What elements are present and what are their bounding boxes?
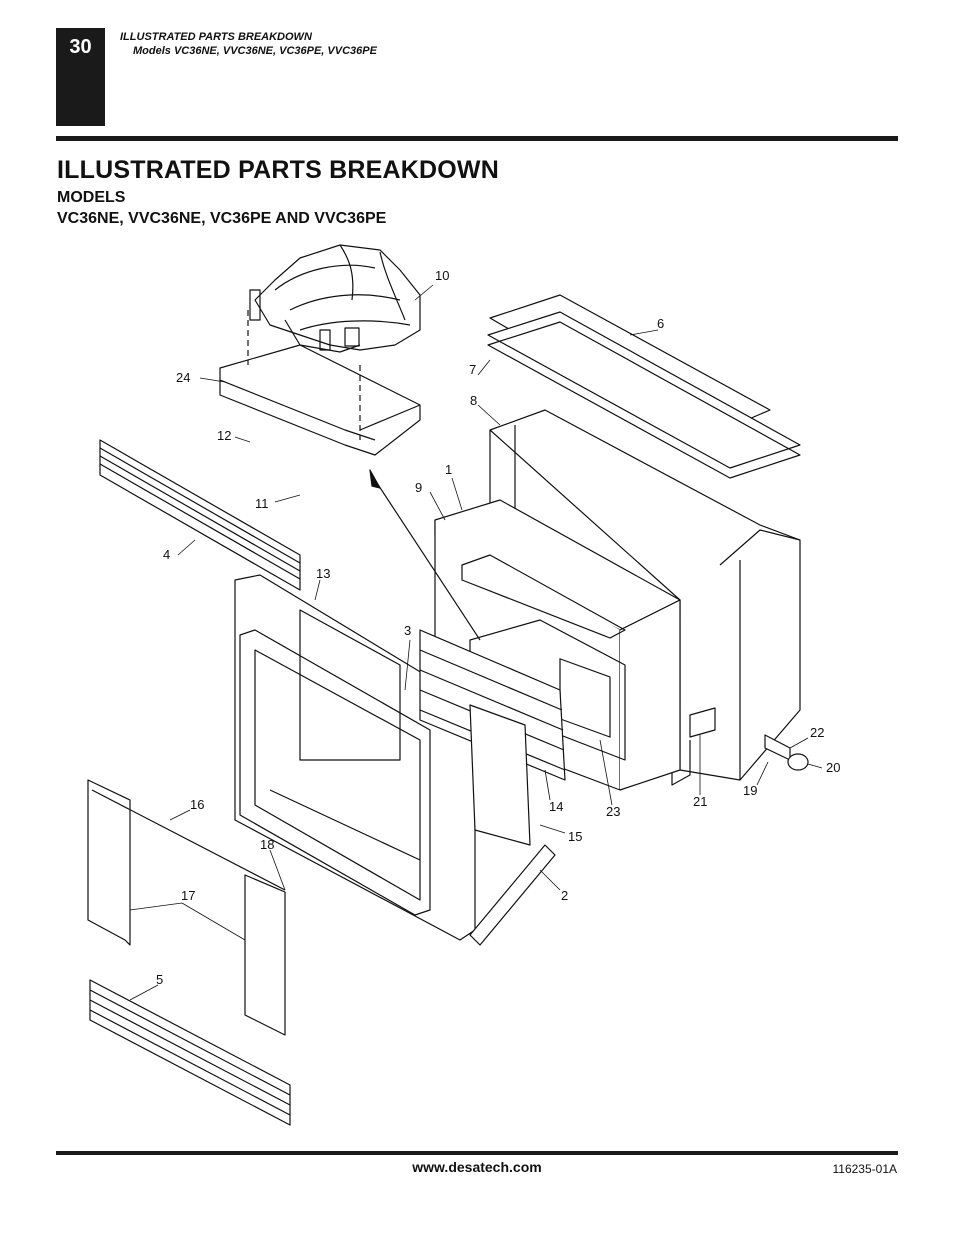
header-rule bbox=[56, 136, 898, 141]
louver-upper-illustration bbox=[99, 439, 301, 591]
exploded-parts-diagram: 10 6 24 7 8 12 1 9 11 4 13 3 22 20 19 21… bbox=[87, 244, 840, 1126]
footer-website: www.desatech.com bbox=[412, 1159, 542, 1175]
callout-17: 17 bbox=[181, 888, 195, 903]
running-models: Models VC36NE, VVC36NE, VC36PE, VVC36PE bbox=[133, 45, 377, 57]
page-number-tab: 30 bbox=[56, 28, 105, 126]
log-set-illustration bbox=[249, 244, 421, 353]
page-title: ILLUSTRATED PARTS BREAKDOWN bbox=[57, 156, 499, 184]
callout-13: 13 bbox=[316, 566, 330, 581]
callout-2: 2 bbox=[561, 888, 568, 903]
callout-22: 22 bbox=[810, 725, 824, 740]
mesh-screen-illustration bbox=[87, 779, 286, 1036]
callout-19: 19 bbox=[743, 783, 757, 798]
burner-base-illustration bbox=[219, 310, 421, 456]
top-panels-illustration bbox=[487, 294, 801, 479]
footer-rule bbox=[56, 1151, 898, 1155]
callout-1: 1 bbox=[445, 462, 452, 477]
callout-14: 14 bbox=[549, 799, 563, 814]
callout-23: 23 bbox=[606, 804, 620, 819]
page-number: 30 bbox=[69, 36, 92, 58]
callout-4: 4 bbox=[163, 547, 170, 562]
louver-lower-illustration bbox=[89, 979, 291, 1126]
callout-11: 11 bbox=[255, 496, 269, 511]
running-title: ILLUSTRATED PARTS BREAKDOWN bbox=[120, 31, 312, 43]
callout-21: 21 bbox=[693, 794, 707, 809]
callout-7: 7 bbox=[469, 362, 476, 377]
callout-18: 18 bbox=[260, 837, 274, 852]
footer-document-code: 116235-01A bbox=[832, 1162, 898, 1176]
callout-24: 24 bbox=[176, 370, 190, 385]
callout-12: 12 bbox=[217, 428, 231, 443]
callout-5: 5 bbox=[156, 972, 163, 987]
callout-6: 6 bbox=[657, 316, 664, 331]
gas-valve-parts-illustration bbox=[689, 707, 809, 771]
callout-16: 16 bbox=[190, 797, 204, 812]
callout-8: 8 bbox=[470, 393, 477, 408]
subtitle-model-list: VC36NE, VVC36NE, VC36PE AND VVC36PE bbox=[57, 210, 387, 227]
base-plate-illustration bbox=[469, 844, 556, 946]
callout-15: 15 bbox=[568, 829, 582, 844]
brick-panel-illustration bbox=[419, 629, 566, 846]
callout-20: 20 bbox=[826, 760, 840, 775]
callout-10: 10 bbox=[435, 268, 449, 283]
callout-9: 9 bbox=[415, 480, 422, 495]
callout-3: 3 bbox=[404, 623, 411, 638]
subtitle-models: MODELS bbox=[57, 189, 126, 206]
